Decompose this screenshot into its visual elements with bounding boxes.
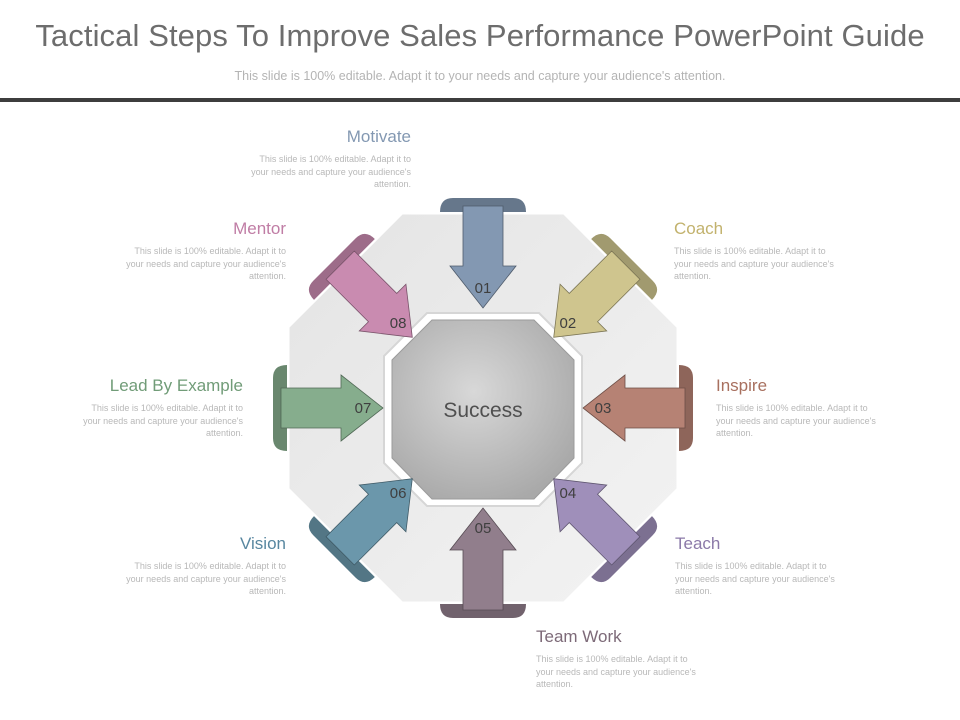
step-label-mentor: Mentor This slide is 100% editable. Adap… [116,219,286,283]
step-label-inspire: Inspire This slide is 100% editable. Ada… [716,376,886,440]
arrow-motivate [440,198,526,309]
arrow-mentor [308,233,413,338]
arrow-inspire [582,365,693,451]
step-desc-mentor: This slide is 100% editable. Adapt it to… [126,246,286,281]
step-label-coach: Coach This slide is 100% editable. Adapt… [674,219,844,283]
center-octagon [391,319,575,500]
arrow-body-inspire [582,374,686,442]
step-number-coach: 02 [560,315,577,332]
arrow-tab-motivate [440,198,526,212]
step-title-motivate: Motivate [346,127,411,146]
step-desc-inspire: This slide is 100% editable. Adapt it to… [716,403,876,438]
arrow-body-vision [325,478,413,566]
step-label-vision: Vision This slide is 100% editable. Adap… [116,534,286,598]
step-number-team-work: 05 [475,520,492,537]
step-label-motivate: Motivate This slide is 100% editable. Ad… [241,127,411,191]
arrow-tab-lead-by-example [273,365,287,451]
step-number-motivate: 01 [475,280,492,297]
step-number-lead-by-example: 07 [355,400,372,417]
step-desc-coach: This slide is 100% editable. Adapt it to… [674,246,834,281]
step-title-mentor: Mentor [233,219,286,238]
arrow-body-team-work [449,507,517,611]
step-title-vision: Vision [240,534,286,553]
step-number-inspire: 03 [595,400,612,417]
slide-subtitle: This slide is 100% editable. Adapt it to… [234,69,726,83]
arrow-body-teach [553,478,641,566]
arrow-lead-by-example [273,365,384,451]
slide-title: Tactical Steps To Improve Sales Performa… [35,18,925,53]
step-title-coach: Coach [674,219,724,238]
step-number-mentor: 08 [390,315,407,332]
step-desc-motivate: This slide is 100% editable. Adapt it to… [251,154,411,189]
header-divider [0,98,960,102]
arrow-vision [308,478,413,583]
arrow-body-lead-by-example [280,374,384,442]
arrow-body-coach [553,250,641,338]
arrow-coach [553,233,658,338]
arrow-body-motivate [449,205,517,309]
center-label: Success [443,399,522,422]
step-desc-lead-by-example: This slide is 100% editable. Adapt it to… [83,403,243,438]
arrow-tab-inspire [679,365,693,451]
step-title-teach: Teach [675,534,721,553]
step-title-inspire: Inspire [716,376,768,395]
step-label-lead-by-example: Lead By Example This slide is 100% edita… [73,376,243,440]
step-number-teach: 04 [560,485,577,502]
arrow-tab-team-work [440,604,526,618]
arrow-body-mentor [325,250,413,338]
step-number-vision: 06 [390,485,407,502]
arrow-teach [553,478,658,583]
step-desc-teach: This slide is 100% editable. Adapt it to… [675,561,835,596]
arrow-team-work [440,507,526,618]
step-title-team-work: Team Work [536,627,622,646]
step-desc-team-work: This slide is 100% editable. Adapt it to… [536,654,696,689]
step-label-teach: Teach This slide is 100% editable. Adapt… [675,534,845,598]
step-desc-vision: This slide is 100% editable. Adapt it to… [126,561,286,596]
step-title-lead-by-example: Lead By Example [109,376,243,395]
step-label-team-work: Team Work This slide is 100% editable. A… [536,627,706,691]
